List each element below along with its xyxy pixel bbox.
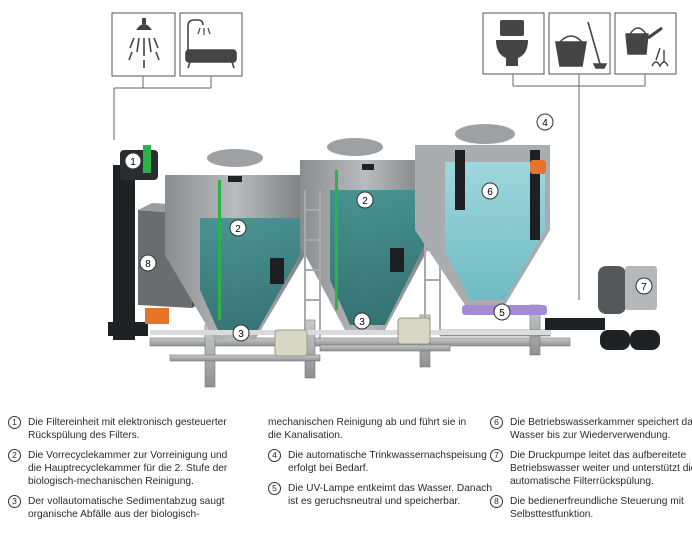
cleaning-icon-box bbox=[548, 12, 611, 75]
callout-1: 1 bbox=[124, 152, 142, 170]
legend-text: die Kanalisation. bbox=[268, 430, 343, 441]
legend-text: Die Filtereinheit mit elektronisch geste… bbox=[28, 417, 227, 428]
legend-number: 7 bbox=[490, 449, 503, 462]
legend-text: mechanischen Reinigung ab und führt sie … bbox=[268, 417, 467, 428]
legend-item-7: 7 Die Druckpumpe leitet das aufbereitete… bbox=[490, 449, 692, 488]
filter-unit bbox=[108, 145, 158, 340]
legend-text: biologisch-mechanischen Reinigung. bbox=[28, 476, 194, 487]
sediment-containers bbox=[274, 317, 431, 357]
legend-column-3: 6 Die Betriebswasserkammer speichert das… bbox=[490, 416, 692, 528]
legend-item-5: 5 Die UV-Lampe entkeimt das Wasser. Dana… bbox=[268, 482, 493, 508]
svg-text:6: 6 bbox=[487, 187, 493, 198]
legend-text: organische Abfälle aus der biologisch- bbox=[28, 509, 200, 520]
svg-text:2: 2 bbox=[362, 196, 368, 207]
watering-icon-box bbox=[614, 12, 677, 75]
svg-text:4: 4 bbox=[542, 118, 548, 129]
callout-7: 7 bbox=[635, 277, 653, 295]
legend-item-2: 2 Die Vorrecyclekammer zur Vorreinigung … bbox=[8, 449, 256, 488]
callout-6: 6 bbox=[481, 182, 499, 200]
legend-item-3: 3 Der vollautomatische Sedimentabzug sau… bbox=[8, 495, 256, 521]
bucket-mop-icon bbox=[555, 21, 608, 69]
legend-number: 2 bbox=[8, 449, 21, 462]
legend-column-2: mechanischen Reinigung ab und führt sie … bbox=[268, 416, 493, 515]
tank-1 bbox=[165, 149, 305, 340]
legend-text: Die UV-Lampe entkeimt das Wasser. Danach bbox=[288, 483, 493, 494]
svg-text:1: 1 bbox=[130, 157, 136, 168]
legend-number: 4 bbox=[268, 449, 281, 462]
legend-item-8: 8 Die bedienerfreundliche Steuerung mit … bbox=[490, 495, 690, 521]
legend-number: 1 bbox=[8, 416, 21, 429]
svg-text:5: 5 bbox=[499, 308, 505, 319]
svg-text:3: 3 bbox=[359, 317, 365, 328]
bathtub-icon bbox=[185, 19, 237, 69]
pressure-pump bbox=[545, 266, 660, 350]
svg-text:8: 8 bbox=[145, 259, 151, 270]
shower-icon-box bbox=[111, 12, 176, 77]
callout-5: 5 bbox=[493, 303, 511, 321]
svg-text:2: 2 bbox=[235, 224, 241, 235]
callout-3b: 3 bbox=[353, 312, 371, 330]
legend-text: Der vollautomatische Sedimentabzug saugt bbox=[28, 496, 225, 507]
svg-text:7: 7 bbox=[641, 282, 647, 293]
watering-can-icon bbox=[625, 26, 669, 68]
callout-2a: 2 bbox=[229, 219, 247, 237]
tank-2 bbox=[300, 138, 430, 340]
legend-text: erfolgt bei Bedarf. bbox=[288, 463, 369, 474]
legend-text: Die bedienerfreundliche Steuerung mit bbox=[510, 496, 684, 507]
legend-text: Rückspülung des Filters. bbox=[28, 430, 140, 441]
tank-3 bbox=[415, 124, 550, 330]
legend-text: Selbsttestfunktion. bbox=[510, 509, 594, 520]
legend-text: Die automatische Trinkwassernachspeisung bbox=[288, 450, 487, 461]
callout-3a: 3 bbox=[232, 324, 250, 342]
legend-text: Die Vorrecyclekammer zur Vorreinigung un… bbox=[28, 450, 228, 461]
legend-text: automatische Filterrückspülung. bbox=[510, 476, 654, 487]
legend-column-1: 1 Die Filtereinheit mit elektronisch ges… bbox=[8, 416, 256, 528]
legend-text: die Hauptrecyclekammer für die 2. Stufe … bbox=[28, 463, 228, 474]
legend-text: Die Druckpumpe leitet das aufbereitete bbox=[510, 450, 687, 461]
legend-text: Wasser bis zur Wiederverwendung. bbox=[510, 430, 671, 441]
toilet-icon bbox=[496, 20, 528, 66]
callout-2b: 2 bbox=[356, 191, 374, 209]
legend-number: 3 bbox=[8, 495, 21, 508]
shower-icon bbox=[136, 24, 152, 30]
legend-item-6: 6 Die Betriebswasserkammer speichert das… bbox=[490, 416, 692, 442]
legend-item-3-continued: mechanischen Reinigung ab und führt sie … bbox=[268, 416, 488, 442]
legend-text: ist es geruchsneutral und speicherbar. bbox=[288, 496, 461, 507]
svg-text:3: 3 bbox=[238, 329, 244, 340]
callout-8: 8 bbox=[139, 254, 157, 272]
bathtub-icon-box bbox=[179, 12, 243, 77]
legend-item-1: 1 Die Filtereinheit mit elektronisch ges… bbox=[8, 416, 256, 442]
toilet-icon-box bbox=[482, 12, 545, 75]
greywater-recycling-diagram: 1 2 2 6 8 3 3 4 5 7 bbox=[108, 12, 677, 388]
legend-item-4: 4 Die automatische Trinkwassernachspeisu… bbox=[268, 449, 488, 475]
legend-number: 6 bbox=[490, 416, 503, 429]
legend-number: 5 bbox=[268, 482, 281, 495]
legend-text: Betriebswasser weiter und unterstützt di… bbox=[510, 463, 692, 474]
callout-4: 4 bbox=[536, 113, 554, 131]
legend-number: 8 bbox=[490, 495, 503, 508]
legend-text: Die Betriebswasserkammer speichert das bbox=[510, 417, 692, 428]
